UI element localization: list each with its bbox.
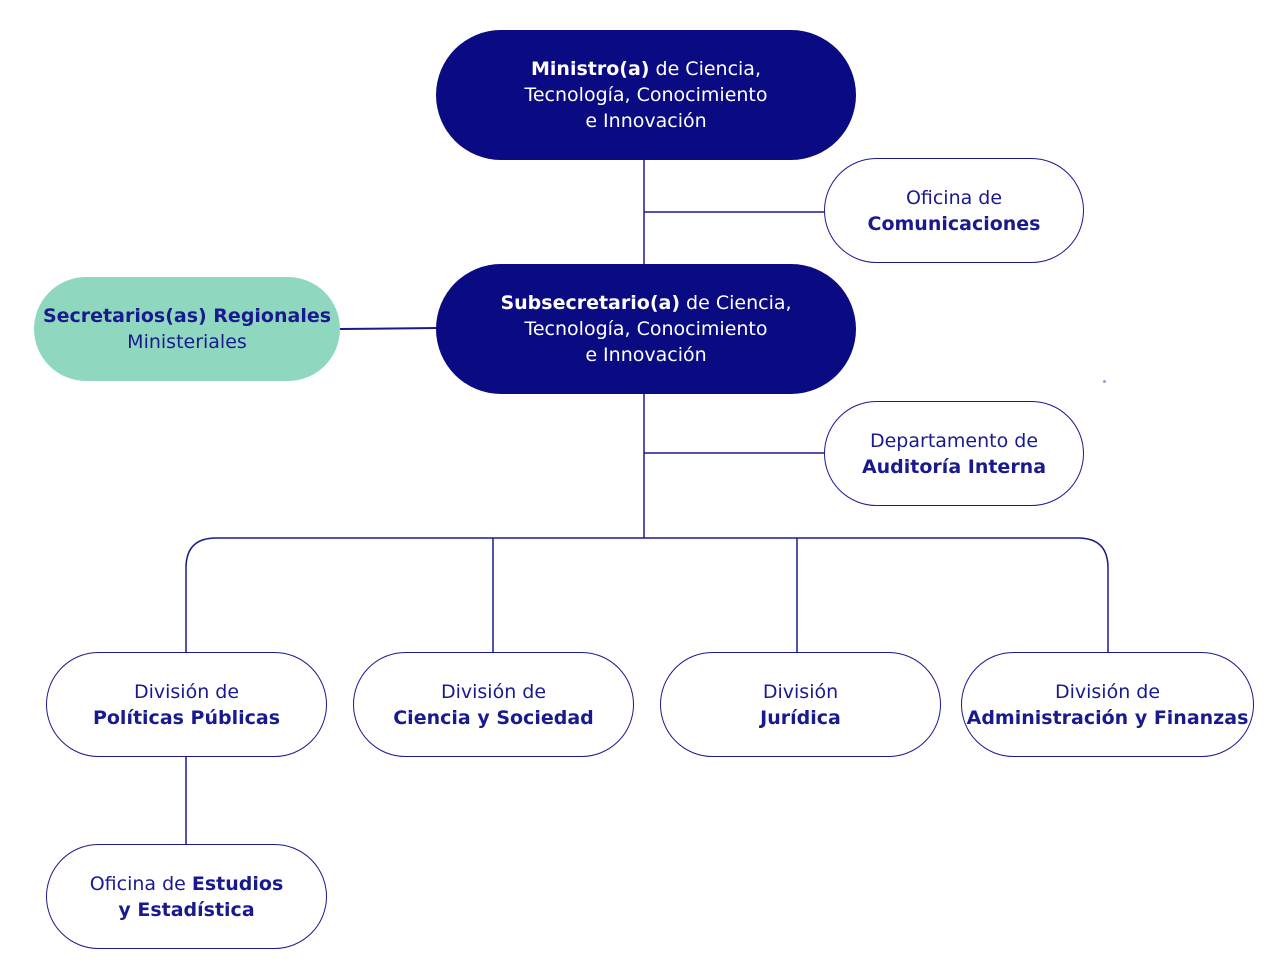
node-juridica-line2: Jurídica	[760, 706, 841, 729]
node-administracion-line2: Administración y Finanzas	[966, 706, 1249, 729]
node-regionales-line1: Secretarios(as) Regionales	[42, 305, 332, 327]
node-administracion-finanzas: División de Administración y Finanzas	[961, 652, 1254, 757]
node-administracion-line1: División de	[1054, 680, 1161, 703]
node-juridica: División Jurídica	[660, 652, 941, 757]
node-politicas-line1: División de	[133, 680, 240, 703]
stray-dot	[1103, 380, 1106, 383]
node-estudios-estadistica: Oficina de Estudios y Estadística	[46, 844, 327, 949]
node-auditoria-line2: Auditoría Interna	[861, 455, 1047, 478]
node-subsecretario-line1: Subsecretario(a) de Ciencia,	[500, 292, 792, 314]
node-subsecretario: Subsecretario(a) de Ciencia, Tecnología,…	[436, 264, 856, 394]
node-auditoria: Departamento de Auditoría Interna	[824, 401, 1084, 506]
node-politicas-publicas: División de Políticas Públicas	[46, 652, 327, 757]
node-juridica-line1: División	[762, 680, 839, 703]
node-ministro: Ministro(a) de Ciencia, Tecnología, Cono…	[436, 30, 856, 160]
node-ministro-line2: Tecnología, Conocimiento	[524, 84, 768, 106]
node-ciencia-sociedad: División de Ciencia y Sociedad	[353, 652, 634, 757]
node-estudios-line1: Oficina de Estudios	[89, 872, 284, 895]
node-subsecretario-line2: Tecnología, Conocimiento	[524, 318, 768, 340]
node-regionales: Secretarios(as) Regionales Ministeriales	[34, 277, 340, 381]
node-comunicaciones-line2: Comunicaciones	[867, 212, 1041, 235]
node-auditoria-line1: Departamento de	[869, 429, 1039, 452]
node-regionales-line2: Ministeriales	[127, 331, 247, 353]
connector-divisions-bar	[185, 537, 1109, 652]
node-ciencia-sociedad-line2: Ciencia y Sociedad	[393, 706, 594, 729]
node-ministro-line1: Ministro(a) de Ciencia,	[531, 58, 761, 80]
node-ciencia-sociedad-line1: División de	[440, 680, 547, 703]
node-comunicaciones: Oficina de Comunicaciones	[824, 158, 1084, 263]
connector-to-regionales	[339, 327, 439, 330]
node-comunicaciones-line1: Oficina de	[905, 186, 1003, 209]
node-politicas-line2: Políticas Públicas	[92, 706, 281, 729]
node-subsecretario-line3: e Innovación	[585, 344, 707, 366]
node-estudios-line2: y Estadística	[118, 898, 255, 921]
node-ministro-line3: e Innovación	[585, 110, 707, 132]
